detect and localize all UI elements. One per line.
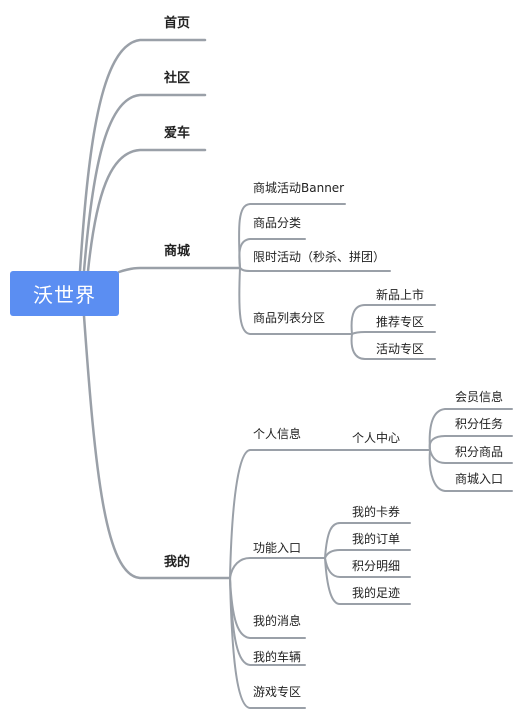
node-func-coupons: 我的卡券 [352, 505, 401, 519]
node-func-footprint: 我的足迹 [352, 586, 401, 600]
node-center-points-goods: 积分商品 [455, 445, 504, 459]
node-mall: 商城 [164, 244, 191, 259]
node-func-points-detail: 积分明细 [352, 559, 401, 573]
link-home [78, 38, 207, 273]
node-my-messages: 我的消息 [253, 614, 302, 628]
node-my-vehicles: 我的车辆 [253, 650, 302, 664]
node-center-member: 会员信息 [455, 390, 504, 404]
node-mall-flash-sale: 限时活动（秒杀、拼团） [253, 250, 386, 264]
node-home: 首页 [164, 16, 191, 31]
node-list-new: 新品上市 [376, 288, 425, 302]
link-mall [117, 266, 242, 274]
node-car: 爱车 [164, 126, 191, 141]
node-game-zone: 游戏专区 [253, 685, 302, 699]
node-func-orders: 我的订单 [352, 532, 401, 546]
link-mine [82, 314, 232, 580]
node-center-mall-entry: 商城入口 [455, 472, 504, 486]
node-community: 社区 [164, 71, 191, 86]
node-personal-center: 个人中心 [352, 431, 401, 445]
node-function-entry: 功能入口 [253, 541, 302, 555]
link-community [82, 93, 207, 273]
link-car [86, 148, 207, 273]
node-list-activity: 活动专区 [376, 342, 425, 356]
node-personal-info: 个人信息 [253, 427, 302, 441]
node-mall-category: 商品分类 [253, 216, 302, 230]
node-mall-product-list: 商品列表分区 [253, 311, 326, 325]
node-mine: 我的 [164, 555, 191, 570]
node-list-recommend: 推荐专区 [376, 315, 425, 329]
node-mall-banner: 商城活动Banner [253, 181, 345, 195]
root-node: 沃世界 [10, 271, 119, 316]
node-center-points-task: 积分任务 [455, 417, 504, 431]
